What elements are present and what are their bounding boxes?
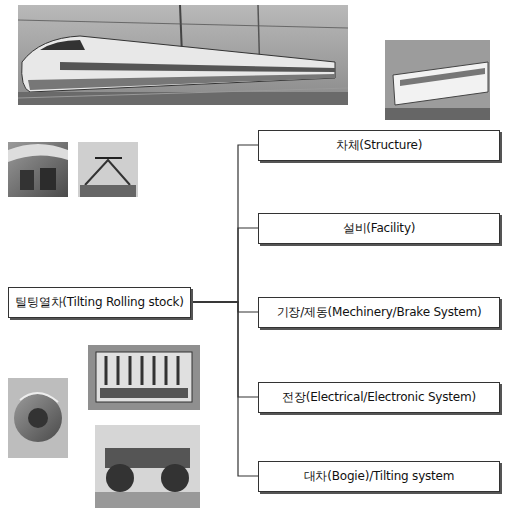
motor-photo (8, 378, 68, 458)
brake-unit-photo (88, 345, 200, 410)
box-label: 설비(Facility) (343, 220, 416, 237)
tree-connector (191, 302, 258, 312)
car-body-photo (385, 40, 490, 120)
box-label: 기장/제동(Mechinery/Brake System) (277, 304, 482, 321)
interior-photo (8, 142, 68, 197)
bogie-photo (95, 425, 200, 508)
tree-connector (191, 145, 258, 302)
box-label: 차체(Structure) (336, 137, 423, 154)
category-box: 전장(Electrical/Electronic System) (258, 382, 500, 413)
box-label: 대차(Bogie)/Tilting system (304, 468, 455, 485)
train-photo (18, 5, 348, 105)
tree-connector (191, 228, 258, 302)
category-box: 대차(Bogie)/Tilting system (258, 461, 500, 492)
tree-connector (191, 302, 258, 476)
root-box: 틸팅열차(Tilting Rolling stock) (8, 287, 191, 318)
box-label: 틸팅열차(Tilting Rolling stock) (15, 294, 184, 311)
category-box: 차체(Structure) (258, 130, 500, 161)
category-box: 기장/제동(Mechinery/Brake System) (258, 297, 500, 328)
box-label: 전장(Electrical/Electronic System) (282, 389, 476, 406)
category-box: 설비(Facility) (258, 213, 500, 244)
tree-connector (191, 302, 258, 397)
pantograph-photo (78, 142, 138, 197)
